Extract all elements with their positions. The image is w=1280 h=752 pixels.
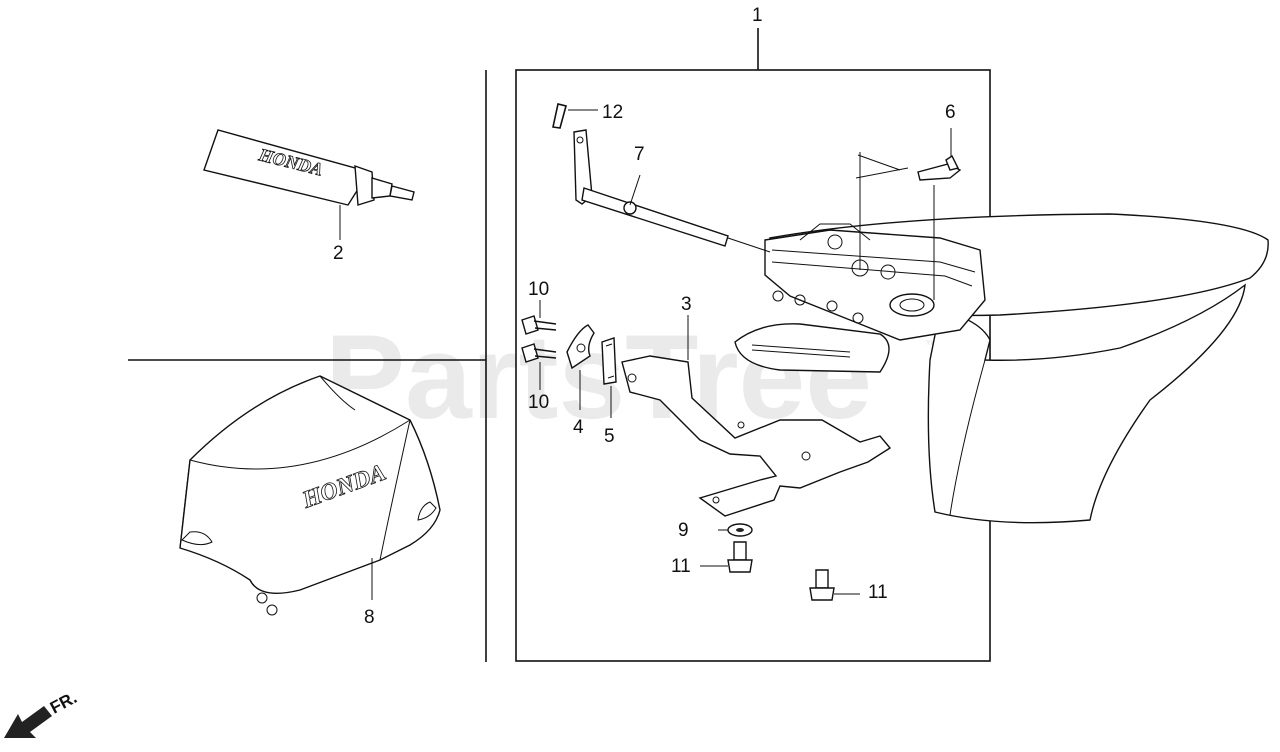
callout-7: 7	[634, 144, 645, 165]
bolts-part-10	[521, 300, 557, 390]
callout-9: 9	[678, 520, 689, 541]
callout-11-right: 11	[868, 582, 888, 603]
bracket-part-3	[621, 315, 892, 517]
callout-1: 1	[752, 5, 763, 26]
engine-cowl	[734, 152, 1269, 524]
grease-tube-part-2: HONDA	[203, 129, 415, 240]
callout-2: 2	[333, 243, 344, 264]
engine-cover-part-8: HONDA	[179, 375, 441, 616]
callout-4: 4	[573, 417, 584, 438]
front-indicator: FR.	[4, 688, 80, 738]
clip-part-12	[552, 103, 598, 129]
retainer-part-6	[917, 128, 962, 181]
bolts-part-11	[700, 541, 860, 601]
callout-10-lower: 10	[528, 392, 549, 413]
front-arrow-icon	[4, 706, 52, 738]
callout-10-upper: 10	[528, 279, 549, 300]
lever-rod-part-7	[573, 129, 771, 253]
callout-12: 12	[602, 102, 623, 123]
callout-5: 5	[604, 426, 615, 447]
callout-8: 8	[364, 607, 375, 628]
callout-6: 6	[945, 102, 956, 123]
plate-part-5	[601, 337, 617, 418]
callout-11-left: 11	[671, 556, 691, 577]
callout-3: 3	[681, 294, 692, 315]
front-label: FR.	[47, 688, 80, 718]
clamp-part-4	[566, 324, 595, 410]
washer-part-9	[718, 523, 753, 537]
